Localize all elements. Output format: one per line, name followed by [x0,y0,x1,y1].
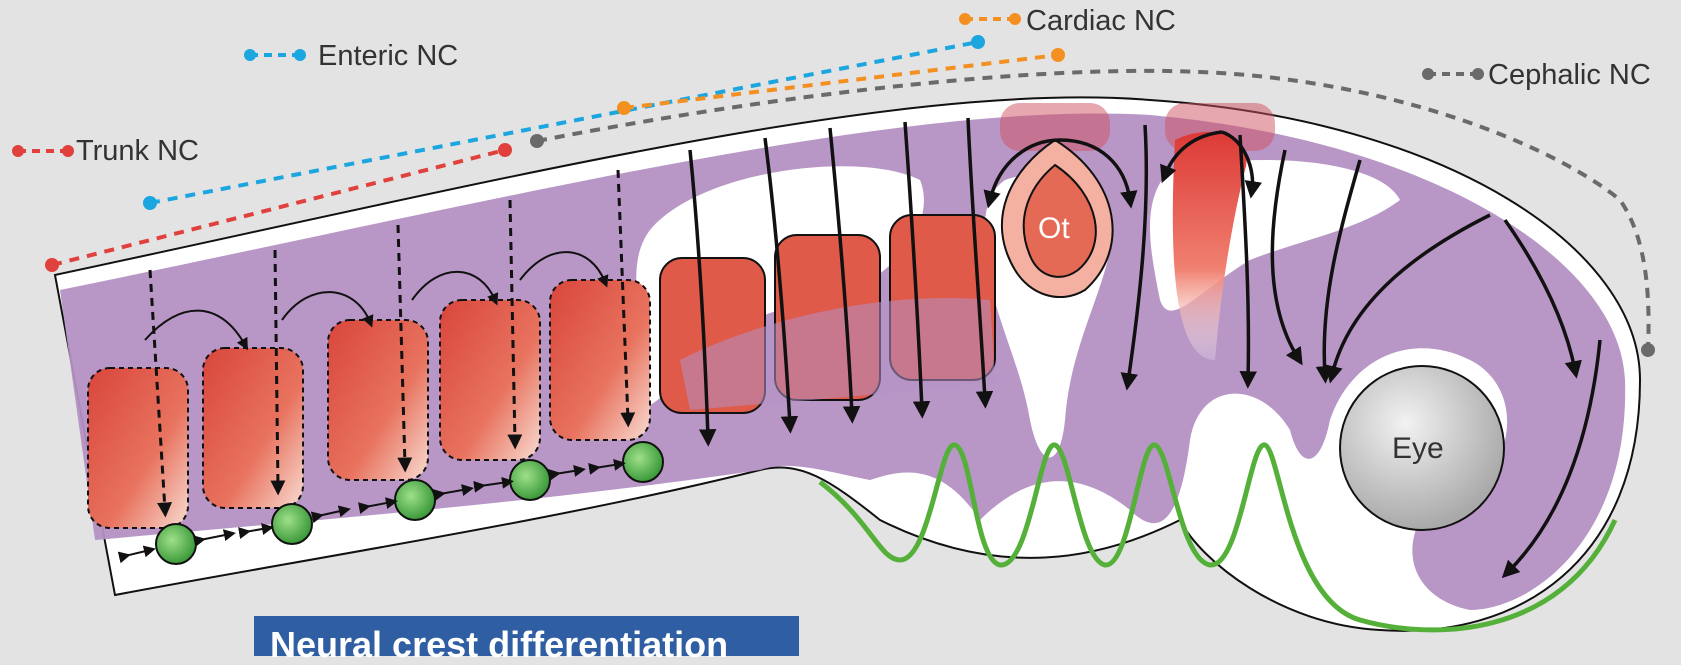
caption-banner: Neural crest differentiation [254,616,799,656]
neural-crest-diagram: Ot Eye [0,0,1681,636]
drg-circle [272,504,312,544]
somite [440,300,540,460]
legend-cephalic-nc: Cephalic NC [1488,61,1651,90]
drg-circle [156,524,196,564]
caption-text: Neural crest differentiation [270,627,728,663]
embryo-illustration: Ot Eye [0,0,1681,636]
drg-circle [623,442,663,482]
eye: Eye [1340,366,1504,530]
legend-trunk-nc: Trunk NC [76,137,199,166]
somite [88,368,188,528]
legend-enteric-nc: Enteric NC [318,42,458,71]
somite [328,320,428,480]
otic-label: Ot [1038,212,1070,245]
legend-cardiac-nc: Cardiac NC [1026,7,1176,36]
eye-label: Eye [1392,432,1444,465]
somite [550,280,650,440]
drg-circle [395,480,435,520]
drg-circle [510,460,550,500]
somite [203,348,303,508]
